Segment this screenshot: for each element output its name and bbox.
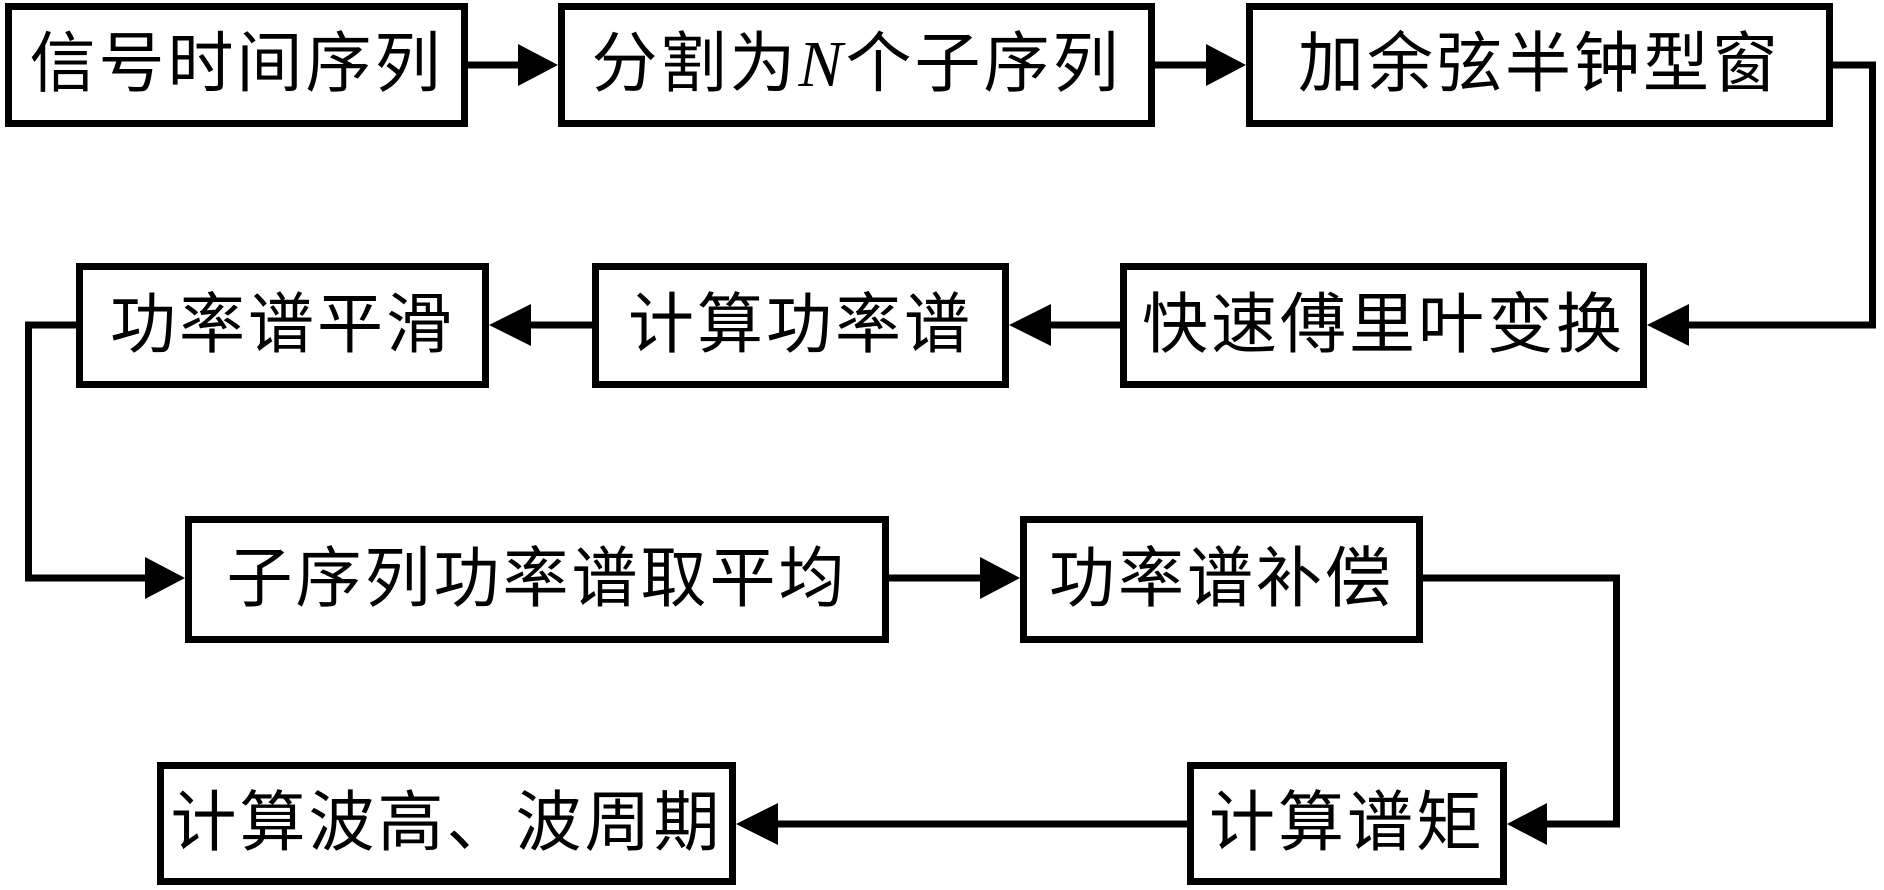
node-power-spectrum-compensation: 功率谱补偿 <box>1020 516 1423 643</box>
node-compute-power-spectrum: 计算功率谱 <box>592 263 1009 388</box>
node-label-compute-spectral-moments: 计算谱矩 <box>1209 786 1485 860</box>
arrowhead-signal-to-split <box>518 44 558 86</box>
node-compute-wave-height-and-period: 计算波高、波周期 <box>157 762 736 885</box>
arrowhead-power-spectrum-to-smooth <box>489 304 531 346</box>
node-power-spectrum-smoothing: 功率谱平滑 <box>76 263 489 388</box>
node-label-split-prefix: 分割为 <box>591 28 799 101</box>
arrowhead-average-to-compensate <box>980 557 1020 599</box>
node-fast-fourier-transform: 快速傅里叶变换 <box>1120 263 1647 388</box>
node-label-split-variable-n: N <box>798 28 843 101</box>
arrowhead-smooth-to-average <box>145 557 185 599</box>
node-label-power-spectrum-compensation: 功率谱补偿 <box>1049 542 1394 616</box>
node-label-compute-power-spectrum: 计算功率谱 <box>628 288 973 362</box>
node-label-fast-fourier-transform: 快速傅里叶变换 <box>1142 288 1625 362</box>
node-average-subsequence-power-spectra: 子序列功率谱取平均 <box>185 516 889 643</box>
arrowhead-split-to-window <box>1206 44 1246 86</box>
node-label-signal-time-series: 信号时间序列 <box>29 28 444 101</box>
node-signal-time-series: 信号时间序列 <box>5 3 468 127</box>
node-label-split-suffix: 个子序列 <box>845 28 1122 101</box>
node-label-cosine-half-bell-window: 加余弦半钟型窗 <box>1298 28 1781 101</box>
arrowhead-fft-to-power-spectrum <box>1009 304 1051 346</box>
node-compute-spectral-moments: 计算谱矩 <box>1187 762 1507 885</box>
arrowhead-window-to-fft <box>1647 304 1689 346</box>
node-cosine-half-bell-window: 加余弦半钟型窗 <box>1246 3 1833 127</box>
node-label-average-subsequence-power-spectra: 子序列功率谱取平均 <box>226 542 848 616</box>
arrowhead-compensate-to-moments <box>1507 803 1547 845</box>
node-label-power-spectrum-smoothing: 功率谱平滑 <box>110 288 455 362</box>
connector-window-to-fft <box>1689 61 1876 329</box>
arrowhead-moments-to-wave <box>736 803 778 845</box>
node-label-compute-wave-height-and-period: 计算波高、波周期 <box>170 786 723 860</box>
connector-smooth-to-average <box>25 321 145 582</box>
connector-compensate-to-moments <box>1423 574 1620 828</box>
